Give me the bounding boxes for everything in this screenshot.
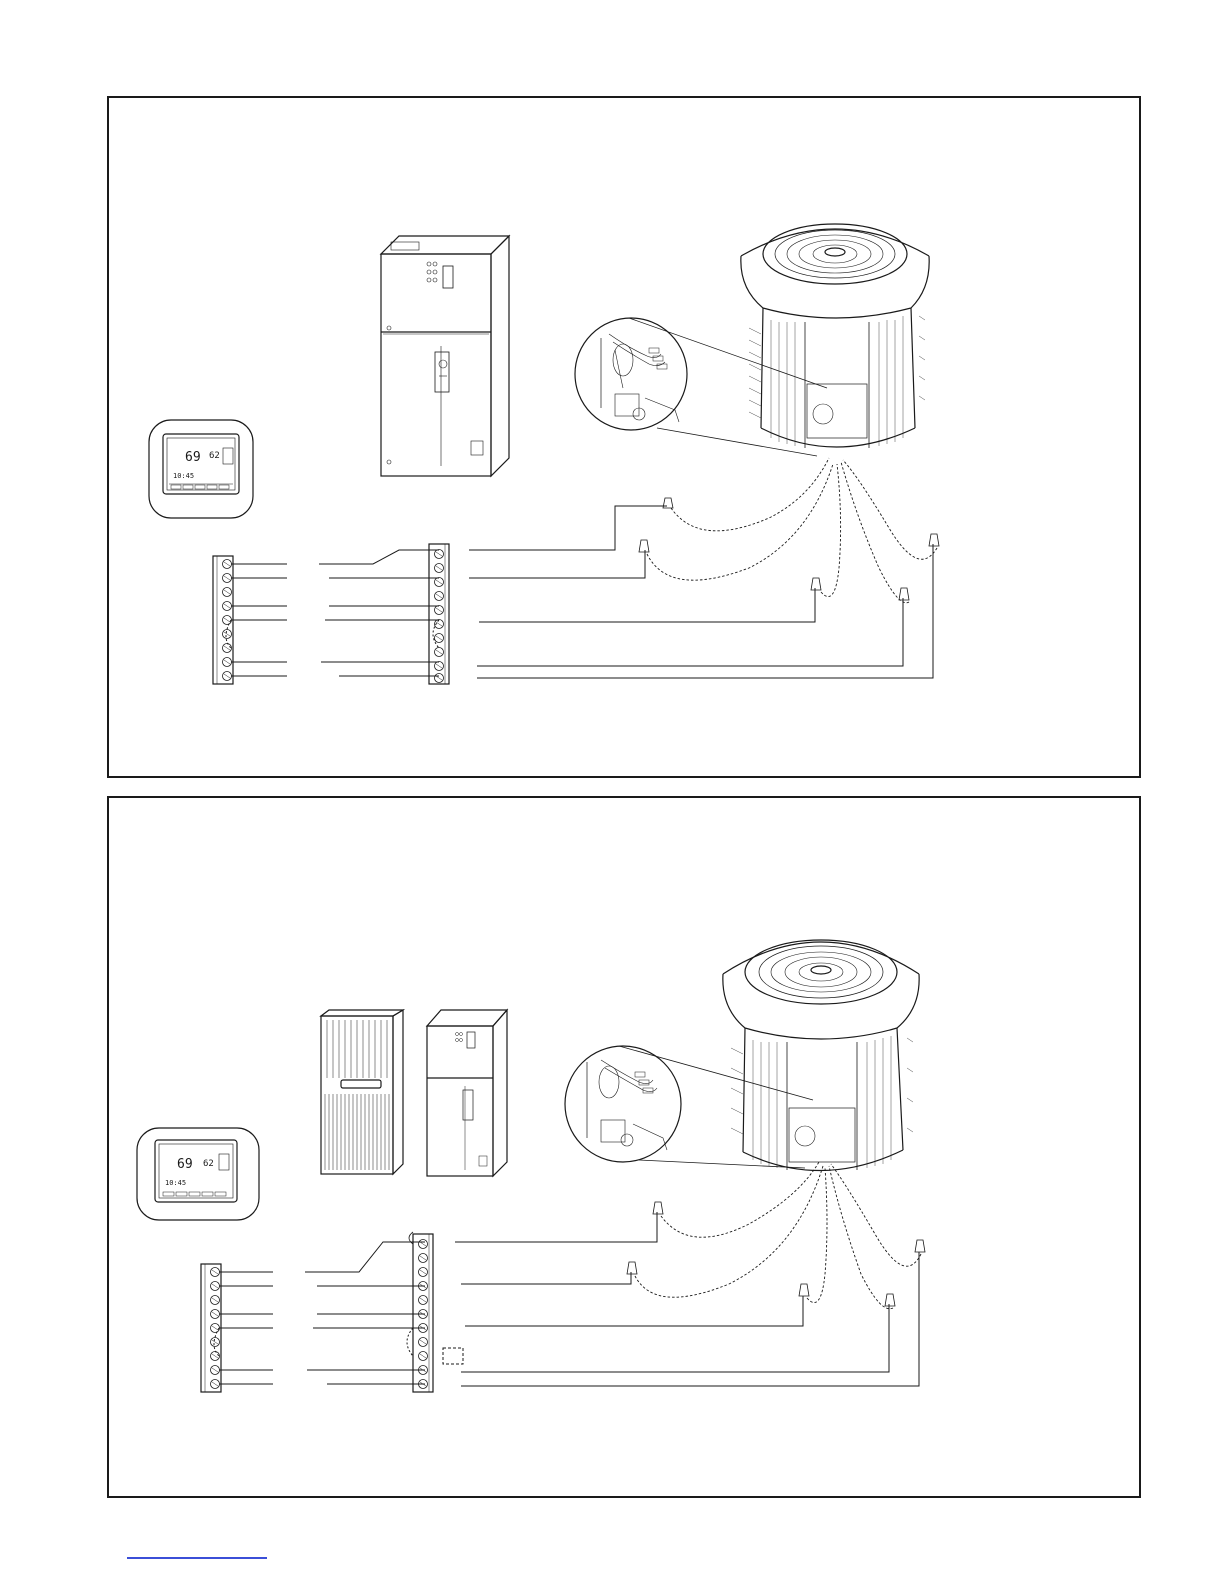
outdoor-unit <box>723 940 919 1171</box>
thermostat-terminal-strip <box>213 556 233 684</box>
thermostat-set-temp: 69 <box>185 450 201 465</box>
wiring-diagram-panel-1: 69 62 10:45 <box>107 96 1141 778</box>
wiring-detail <box>565 1046 813 1168</box>
outdoor-wiring <box>455 1212 919 1386</box>
wiring-diagram-2: 69 62 10:45 <box>109 798 1139 1496</box>
thermostat: 69 62 10:45 <box>137 1128 259 1220</box>
wire-nuts <box>639 498 939 600</box>
outdoor-unit <box>741 224 929 448</box>
indoor-terminal-strip <box>413 1234 433 1392</box>
thermostat-outside-temp: 62 <box>209 451 220 461</box>
wiring-diagram-1: 69 62 10:45 <box>109 98 1139 776</box>
thermostat-wiring <box>214 1232 425 1384</box>
optional-jumper <box>443 1348 463 1364</box>
outdoor-unit-leads <box>635 1162 921 1309</box>
thermostat-terminal-strip <box>201 1264 221 1392</box>
thermostat-clock: 10:45 <box>173 472 194 480</box>
air-handler <box>427 1010 507 1176</box>
outdoor-unit-leads <box>647 458 937 603</box>
furnace <box>321 1010 403 1174</box>
thermostat-set-temp: 69 <box>177 1157 193 1172</box>
thermostat-wiring <box>226 550 439 676</box>
thermostat-outside-temp: 62 <box>203 1159 214 1169</box>
wire-nuts <box>627 1202 925 1306</box>
air-handler <box>381 236 509 476</box>
wiring-detail <box>575 318 827 456</box>
thermostat-clock: 10:45 <box>165 1179 186 1187</box>
footer-link-underline[interactable] <box>127 1557 267 1559</box>
wiring-diagram-panel-2: 69 62 10:45 <box>107 796 1141 1498</box>
outdoor-wiring <box>469 506 933 678</box>
indoor-terminal-strip <box>429 544 449 684</box>
thermostat: 69 62 10:45 <box>149 420 253 518</box>
